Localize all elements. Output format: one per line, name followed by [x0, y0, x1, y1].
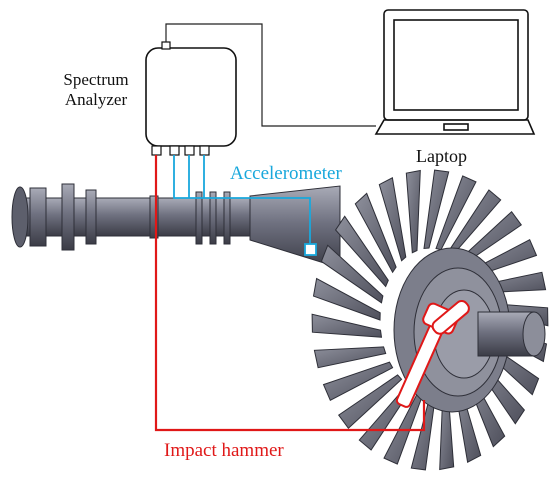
turbine-blade [320, 244, 384, 304]
shaft-end-cap [11, 186, 29, 248]
laptop-base [374, 119, 536, 135]
spectrum-label-line2: Analyzer [64, 89, 128, 109]
turbine-blade [378, 177, 407, 262]
accel-wire-1 [173, 155, 311, 244]
instrument-wires [165, 23, 376, 127]
analyzer-laptop-cable [165, 23, 376, 127]
laptop-label: Laptop [416, 146, 467, 166]
shaft-collar-5 [195, 191, 203, 245]
hammer-impact-tip [431, 299, 470, 335]
analyzer-port-1 [151, 145, 162, 156]
impact-hammer-label: Impact hammer [164, 440, 284, 461]
shaft-collar-4 [149, 195, 159, 239]
analyzer-port-2 [169, 145, 180, 156]
spectrum-analyzer-label: Spectrum Analyzer [56, 70, 136, 109]
front-shaft-end [522, 311, 546, 357]
spectrum-analyzer [145, 41, 237, 156]
spectrum-label-line1: Spectrum [63, 70, 129, 89]
turbine-blade [313, 346, 387, 369]
analyzer-top-port [161, 41, 171, 50]
impact-hammer [395, 299, 470, 408]
accelerometer-sensor [304, 243, 317, 256]
turbine-blade [354, 192, 397, 274]
laptop-lid [383, 9, 529, 121]
shaft-collar-2 [61, 183, 75, 251]
turbine-blade [337, 374, 403, 430]
laptop-touchpad [443, 123, 469, 131]
shaft-collar-6 [209, 191, 217, 245]
turbine-blade [322, 361, 394, 401]
turbine-blade [311, 313, 383, 338]
turbine-blade [334, 215, 389, 288]
accelerometer-wires [173, 155, 311, 244]
accelerometer-label: Accelerometer [230, 163, 342, 184]
turbine-blade [405, 169, 421, 254]
analyzer-port-4 [199, 145, 210, 156]
shaft-collar-1 [29, 187, 47, 247]
shaft-collar-7 [223, 191, 231, 245]
turbine-blade [423, 169, 450, 250]
analyzer-port-3 [184, 145, 195, 156]
impact-hammer-wire [154, 155, 426, 432]
laptop-screen [393, 19, 519, 111]
spectrum-analyzer-body [145, 47, 237, 147]
shaft-collar-3 [85, 189, 97, 245]
turbine-blade [435, 175, 477, 251]
laptop [374, 9, 536, 135]
turbine-blade [312, 277, 381, 321]
turbine-shaft [11, 183, 341, 269]
